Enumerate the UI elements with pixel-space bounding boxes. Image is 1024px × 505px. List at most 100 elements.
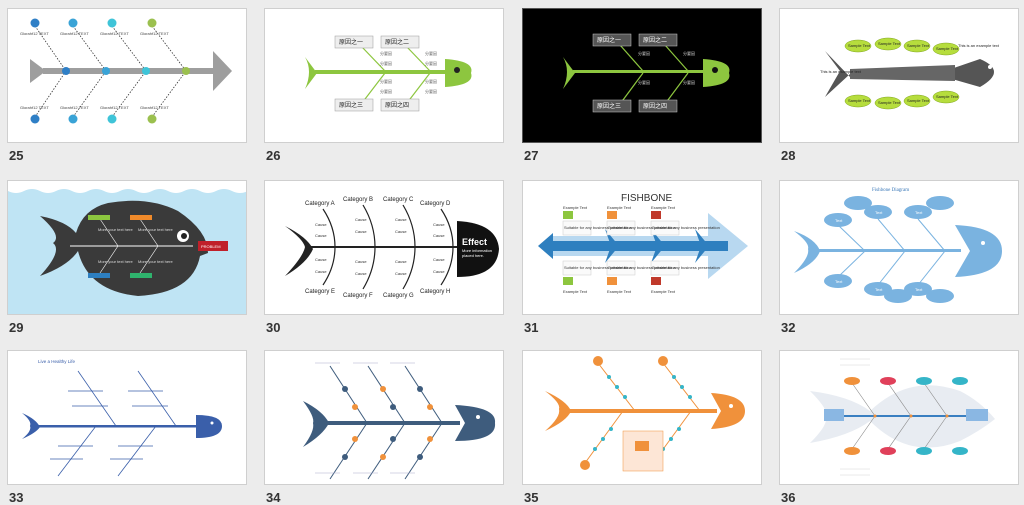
slide-35-thumbnail[interactable] [522,350,762,485]
s26-cause-2: 原因之二 [385,38,409,46]
svg-text:Cause: Cause [433,269,445,274]
slide-36[interactable]: 36 [779,350,1019,505]
s30-cat-f: Category F [343,293,373,299]
slide-35[interactable]: 35 [522,350,762,505]
slide-27-thumbnail[interactable]: 原因之一 原因之二 原因之三 原因之四 分要因分要因 分要因分要因 [522,8,762,143]
s32-title: Fishbone Diagram [872,188,909,193]
fishbone-diagram-25: Glorahf12 TEXT Glorahf12 TEXT Glorahf12 … [20,18,232,124]
svg-text:More your text here: More your text here [98,259,133,264]
s30-cat-h: Category H [420,289,450,295]
slide-30-thumbnail[interactable]: Effect More information placed here. Cat… [264,180,504,315]
svg-text:Suitable for any business pres: Suitable for any business presentation [564,225,632,230]
svg-text:Text: Text [835,218,843,223]
slide-25-thumbnail[interactable]: Glorahf12 TEXT Glorahf12 TEXT Glorahf12 … [7,8,247,143]
s27-cause-4: 原因之四 [643,102,667,110]
s25-item-text: Glorahf12 TEXT [20,31,49,36]
svg-text:Sample Text: Sample Text [878,100,901,105]
svg-text:分要因: 分要因 [425,60,437,66]
slide-26-thumbnail[interactable]: 原因之一 原因之二 原因之三 原因之四 分要因分要因 分要因分要因 分要因分要因… [264,8,504,143]
slide-30[interactable]: Effect More information placed here. Cat… [264,180,504,345]
slide-number: 34 [266,490,281,505]
svg-text:Glorahf12 TEXT: Glorahf12 TEXT [20,105,49,110]
slide-27[interactable]: 原因之一 原因之二 原因之三 原因之四 分要因分要因 分要因分要因 27 [522,8,762,173]
s30-cat-e: Category E [305,289,335,295]
svg-text:分要因: 分要因 [425,78,437,84]
svg-text:Cause: Cause [433,257,445,262]
slide-32[interactable]: Fishbone Diagram Text [779,180,1019,345]
svg-text:Suitable for any business pres: Suitable for any business presentation [564,265,632,270]
svg-text:分要因: 分要因 [683,50,695,56]
svg-text:Glorahf12 TEXT: Glorahf12 TEXT [100,31,129,36]
fishbone-diagram-26: 原因之一 原因之二 原因之三 原因之四 分要因分要因 分要因分要因 分要因分要因… [305,35,472,112]
slide-28[interactable]: Sample Text Sample Text Sample Text Samp… [779,8,1019,173]
slide-number: 31 [524,320,539,335]
fishbone-diagram-35 [545,356,745,472]
slide-number: 29 [9,320,24,335]
svg-text:分要因: 分要因 [380,60,392,66]
svg-text:More your text here: More your text here [138,259,173,264]
svg-text:Glorahf12 TEXT: Glorahf12 TEXT [140,31,169,36]
svg-text:Cause: Cause [433,222,445,227]
slide-number: 33 [9,490,24,505]
svg-text:Text: Text [875,287,883,292]
fishbone-diagram-28: Sample Text Sample Text Sample Text Samp… [820,37,1000,110]
slide-number: 30 [266,320,281,335]
svg-text:Glorahf12 TEXT: Glorahf12 TEXT [100,105,129,110]
svg-text:Example Text: Example Text [607,289,632,294]
slide-32-thumbnail[interactable]: Fishbone Diagram Text [779,180,1019,315]
slide-28-thumbnail[interactable]: Sample Text Sample Text Sample Text Samp… [779,8,1019,143]
fishbone-diagram-33: Live a Healthy Life [22,359,222,477]
svg-text:Cause: Cause [355,259,367,264]
slide-number: 35 [524,490,539,505]
slide-36-thumbnail[interactable] [779,350,1019,485]
s26-cause-1: 原因之一 [339,38,363,46]
slide-34-thumbnail[interactable] [264,350,504,485]
s30-cat-c: Category C [383,197,414,203]
fishbone-diagram-34 [303,362,496,480]
slide-number: 25 [9,148,24,163]
s29-problem: PROBLEM [201,244,221,249]
slide-33[interactable]: Live a Healthy Life 33 [7,350,247,505]
svg-text:This is an example text: This is an example text [820,69,862,74]
svg-text:Glorahf12 TEXT: Glorahf12 TEXT [60,31,89,36]
s27-cause-2: 原因之二 [643,36,667,44]
slide-26[interactable]: 原因之一 原因之二 原因之三 原因之四 分要因分要因 分要因分要因 分要因分要因… [264,8,504,173]
svg-text:Cause: Cause [395,229,407,234]
svg-text:Cause: Cause [395,271,407,276]
slide-25[interactable]: Glorahf12 TEXT Glorahf12 TEXT Glorahf12 … [7,8,247,173]
svg-text:分要因: 分要因 [638,79,650,85]
s30-cat-b: Category B [343,197,373,203]
s30-cat-d: Category D [420,201,451,207]
svg-text:分要因: 分要因 [683,79,695,85]
svg-text:More your text here: More your text here [98,227,133,232]
svg-text:Glorahf12 TEXT: Glorahf12 TEXT [60,105,89,110]
svg-text:Text: Text [915,210,923,215]
fishbone-diagram-36 [810,358,995,476]
s27-cause-1: 原因之一 [597,36,621,44]
svg-text:Example Text: Example Text [651,205,676,210]
svg-text:Text: Text [835,279,843,284]
fishbone-diagram-32: Fishbone Diagram Text [794,188,1002,303]
slide-number: 26 [266,148,281,163]
s28-sample: Sample Text [848,43,871,48]
svg-text:Suitable for any business pres: Suitable for any business presentation [608,265,676,270]
fishbone-diagram-27: 原因之一 原因之二 原因之三 原因之四 分要因分要因 分要因分要因 [563,33,730,113]
svg-text:Cause: Cause [315,233,327,238]
svg-text:Suitable for any business pres: Suitable for any business presentation [652,265,720,270]
svg-text:分要因: 分要因 [425,50,437,56]
svg-text:Cause: Cause [315,269,327,274]
s27-cause-3: 原因之三 [597,102,621,110]
svg-text:Cause: Cause [395,217,407,222]
svg-text:Example Text: Example Text [651,289,676,294]
slide-34[interactable]: 34 [264,350,504,505]
slide-33-thumbnail[interactable]: Live a Healthy Life [7,350,247,485]
svg-text:Sample Text: Sample Text [878,41,901,46]
s30-cat-g: Category G [383,293,414,299]
